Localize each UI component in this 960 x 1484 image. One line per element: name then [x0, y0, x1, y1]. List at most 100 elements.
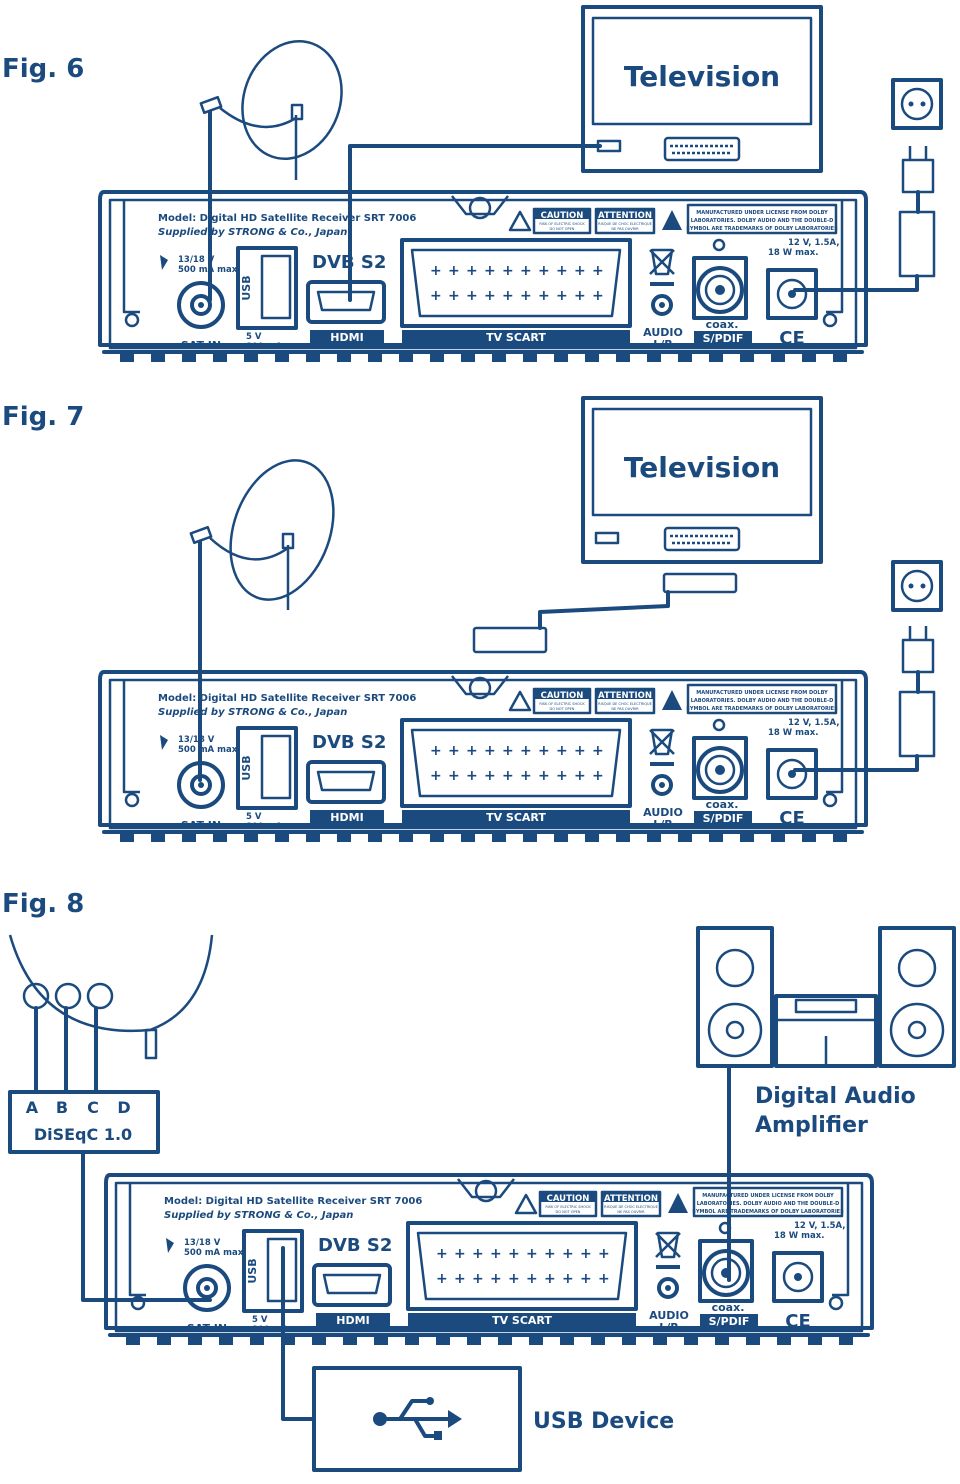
- coax-spdif-port: [692, 256, 748, 320]
- svg-text:+: +: [472, 1271, 484, 1287]
- svg-text:+: +: [490, 1246, 502, 1262]
- svg-text:coax.: coax.: [706, 318, 739, 331]
- usb-voltage-text: 5 V: [246, 812, 262, 822]
- caution-label: CAUTION: [547, 1194, 590, 1204]
- svg-text:+: +: [556, 743, 568, 759]
- svg-text:AUDIO: AUDIO: [643, 806, 683, 819]
- svg-text:+: +: [526, 1271, 538, 1287]
- screw-icon: [474, 1179, 498, 1203]
- audio-lr-jack: [651, 294, 673, 316]
- svg-text:+: +: [484, 743, 496, 759]
- ce-mark: CE: [785, 1311, 811, 1332]
- svg-text:LABORATORIES. DOLBY AUDIO AND: LABORATORIES. DOLBY AUDIO AND THE DOUBLE…: [691, 218, 834, 224]
- svg-text:+: +: [520, 768, 532, 784]
- television-icon: [581, 5, 823, 173]
- diseqc-port-a: A: [26, 1098, 39, 1117]
- usb-icon: [373, 1397, 462, 1440]
- svg-text:+: +: [502, 288, 514, 304]
- svg-text:MANUFACTURED UNDER LICENSE FRO: MANUFACTURED UNDER LICENSE FROM DOLBY: [696, 690, 828, 696]
- svg-text:+: +: [454, 1246, 466, 1262]
- tv-scart-label: TV SCART: [486, 331, 546, 344]
- svg-text:+: +: [508, 1246, 520, 1262]
- svg-text:18 W max.: 18 W max.: [768, 728, 818, 738]
- svg-text:+: +: [592, 743, 604, 759]
- hdmi-logo: [310, 810, 384, 824]
- usb-port: [242, 1229, 304, 1313]
- supplied-text: Supplied by STRONG & Co., Japan: [164, 1210, 353, 1221]
- screw-icon: [468, 676, 492, 700]
- usb-voltage-text: 5 V: [246, 332, 262, 342]
- lnb-power-text: 13/18 V: [178, 255, 215, 265]
- model-text: Model: Digital HD Satellite Receiver SRT…: [164, 1196, 422, 1207]
- warning-icon: [662, 210, 682, 230]
- svg-text:+: +: [502, 768, 514, 784]
- spdif-label: S/PDIF: [709, 1315, 750, 1328]
- audio-lr-jack: [651, 774, 673, 796]
- svg-text:+: +: [574, 263, 586, 279]
- sat-in-connector: [177, 761, 225, 809]
- svg-text:+: +: [448, 743, 460, 759]
- svg-text:RISK OF ELECTRIC SHOCK: RISK OF ELECTRIC SHOCK: [539, 222, 585, 226]
- coax-spdif-port: [698, 1239, 754, 1303]
- svg-text:+: +: [538, 263, 550, 279]
- diseqc-port-b: B: [56, 1098, 68, 1117]
- lnb-icon: [160, 735, 168, 750]
- svg-text:+: +: [466, 768, 478, 784]
- svg-text:+: +: [466, 288, 478, 304]
- svg-text:AUDIO: AUDIO: [643, 326, 683, 339]
- svg-text:+: +: [556, 768, 568, 784]
- screw-icon: [124, 792, 140, 808]
- svg-text:+: +: [520, 743, 532, 759]
- svg-text:+: +: [544, 1271, 556, 1287]
- svg-text:MANUFACTURED UNDER LICENSE FRO: MANUFACTURED UNDER LICENSE FROM DOLBY: [696, 210, 828, 216]
- screw-icon: [468, 196, 492, 220]
- usb-port: [236, 246, 298, 330]
- svg-text:18 W max.: 18 W max.: [768, 248, 818, 258]
- dvb-s2-logo: DVB S2: [312, 732, 386, 753]
- svg-text:NE PAS OUVRIR: NE PAS OUVRIR: [611, 227, 639, 231]
- amplifier-label-line2: Amplifier: [755, 1113, 868, 1138]
- svg-text:+: +: [556, 288, 568, 304]
- svg-text:+: +: [436, 1246, 448, 1262]
- warning-icon: [668, 1193, 688, 1213]
- svg-text:+: +: [592, 288, 604, 304]
- caution-label: CAUTION: [541, 211, 584, 221]
- svg-text:L/R: L/R: [653, 338, 673, 351]
- svg-text:DO NOT OPEN: DO NOT OPEN: [550, 707, 575, 711]
- satellite-dish-icon: [189, 459, 335, 782]
- usb-label: USB: [240, 275, 253, 300]
- coax-spdif-port: [692, 736, 748, 800]
- svg-text:+: +: [472, 1246, 484, 1262]
- svg-text:DO NOT OPEN: DO NOT OPEN: [556, 1210, 581, 1214]
- diseqc-switch: A B C D DiSEqC 1.0: [8, 1090, 160, 1154]
- screw-icon: [124, 312, 140, 328]
- hifi-amplifier-icon: [696, 926, 956, 1068]
- hdmi-port: [306, 280, 386, 324]
- spdif-label: S/PDIF: [703, 332, 744, 345]
- screw-icon: [130, 1295, 146, 1311]
- tv-scart-port: [400, 238, 632, 328]
- lnb-current-text: 500 mA max.: [184, 1248, 246, 1258]
- scart-cable: [472, 572, 738, 654]
- hdmi-logo-text: HDMI: [330, 331, 363, 344]
- fig6-label: Fig. 6: [2, 54, 84, 84]
- lnb-current-text: 500 mA max.: [178, 745, 240, 755]
- usb-voltage-text: 5 V: [252, 1315, 268, 1325]
- warning-icon: [514, 1193, 538, 1215]
- svg-text:+: +: [538, 743, 550, 759]
- receiver-back-panel-7: Model: Digital HD Satellite Receiver SRT…: [98, 670, 868, 842]
- dvb-s2-logo: DVB S2: [318, 1235, 392, 1256]
- audio-lr-jack: [657, 1277, 679, 1299]
- weee-bin-icon: [655, 1231, 681, 1259]
- svg-text:+: +: [526, 1246, 538, 1262]
- model-text: Model: Digital HD Satellite Receiver SRT…: [158, 213, 416, 224]
- hdmi-logo-text: HDMI: [330, 811, 363, 824]
- svg-text:+: +: [502, 263, 514, 279]
- svg-text:+: +: [556, 263, 568, 279]
- svg-text:+: +: [580, 1246, 592, 1262]
- svg-text:+: +: [484, 288, 496, 304]
- receiver-chassis: [98, 670, 868, 827]
- svg-text:SYMBOL ARE TRADEMARKS OF DOLBY: SYMBOL ARE TRADEMARKS OF DOLBY LABORATOR…: [686, 706, 838, 712]
- sat-in-connector: [177, 281, 225, 329]
